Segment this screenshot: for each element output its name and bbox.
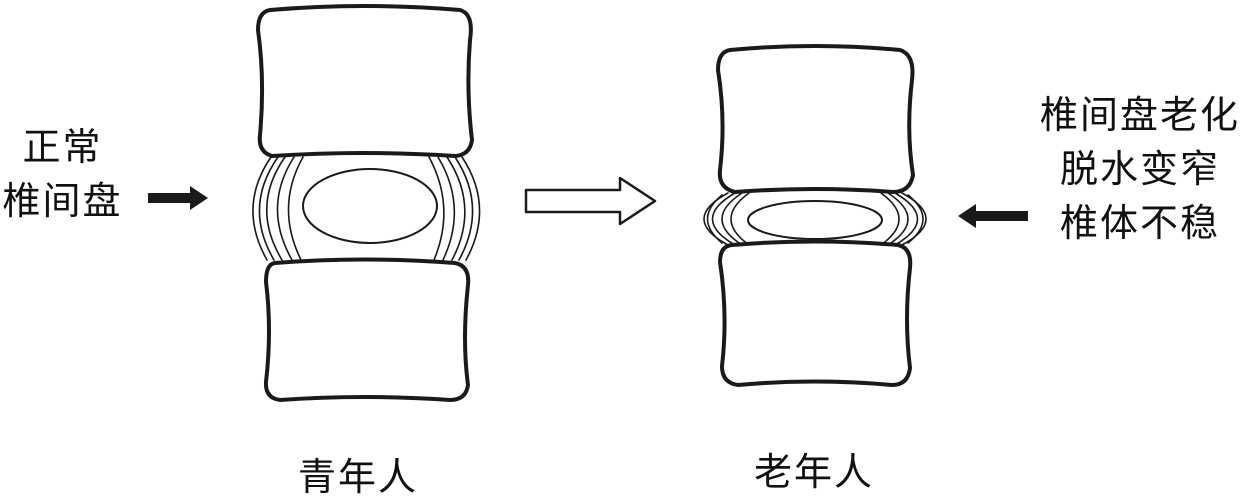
right-label-line3: 椎体不稳 (1059, 201, 1220, 245)
transition-arrow-icon (524, 176, 657, 226)
young-disc-annulus (252, 156, 481, 261)
left-pointer-arrow-icon (148, 186, 208, 210)
old-upper-vertebra (716, 44, 915, 194)
young-disc-nucleus (302, 168, 438, 244)
old-lower-vertebra (718, 239, 913, 387)
young-caption: 青年人 (298, 455, 419, 499)
old-disc-annulus (703, 192, 927, 246)
old-disc-nucleus (747, 200, 883, 240)
young-lower-vertebra (263, 257, 471, 402)
normal-disc-label: 正常 椎间盘 (0, 120, 125, 228)
aging-disc-label: 椎间盘老化 脱水变窄 椎体不稳 (1040, 88, 1240, 250)
left-label-line1: 正常 (22, 125, 103, 169)
old-caption: 老年人 (754, 450, 875, 494)
right-pointer-arrow-icon (958, 204, 1028, 228)
young-upper-vertebra (256, 4, 474, 158)
left-label-line2: 椎间盘 (2, 179, 123, 223)
right-label-line2: 脱水变窄 (1059, 147, 1220, 191)
right-label-line1: 椎间盘老化 (1040, 93, 1241, 137)
